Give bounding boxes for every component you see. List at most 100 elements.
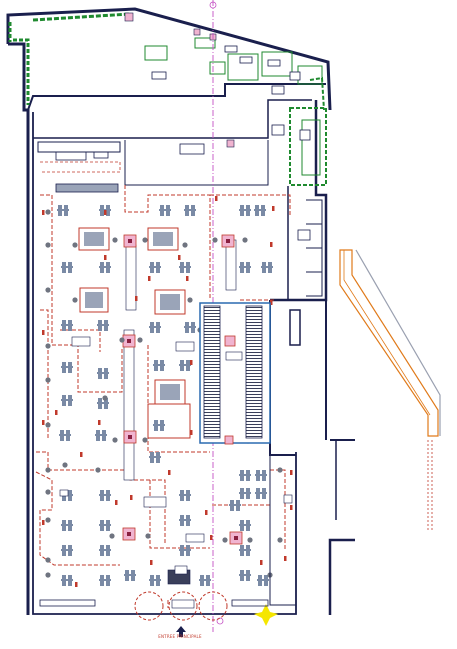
outer-wall-top <box>6 7 332 111</box>
feature-table-inner <box>84 232 180 400</box>
display-core <box>234 536 238 540</box>
round-seat <box>45 343 51 349</box>
equipment-marker <box>115 500 118 505</box>
equipment-marker <box>104 210 107 215</box>
equipment-marker <box>135 296 138 301</box>
exterior-ramp <box>339 249 441 530</box>
equipment-marker <box>55 410 58 415</box>
shelf-rail <box>261 266 273 268</box>
shelf-rail <box>61 579 73 581</box>
core-wall <box>269 300 296 456</box>
shelf-rail <box>179 549 191 551</box>
round-seat <box>277 537 283 543</box>
shelf-rail <box>184 326 196 328</box>
right-wall-bottom <box>328 538 355 615</box>
shelf-rail <box>239 209 251 211</box>
round-seat <box>137 337 143 343</box>
round-seat <box>222 537 228 543</box>
feature-tables <box>78 227 191 439</box>
equipment-marker <box>150 560 153 565</box>
shelf-rail <box>239 266 251 268</box>
round-seat <box>119 337 125 343</box>
equipment-marker <box>270 242 273 247</box>
revolving-door-right <box>198 591 228 621</box>
equipment-marker <box>205 510 208 515</box>
display-core <box>127 532 131 536</box>
equipment-marker <box>186 276 189 281</box>
shelf-rail <box>239 574 251 576</box>
round-seat <box>45 242 51 248</box>
equipment-marker <box>75 582 78 587</box>
shelf-rail <box>153 364 165 366</box>
shelf-rail <box>97 324 109 326</box>
inner-top-wall <box>27 83 326 111</box>
display-core <box>226 239 230 243</box>
shelf-rail <box>179 266 191 268</box>
shelf-rail <box>97 372 109 374</box>
shelf-rail <box>61 549 73 551</box>
equipment-markers <box>42 196 293 587</box>
round-seat <box>102 395 108 401</box>
round-seat <box>45 557 51 563</box>
equipment-marker <box>98 420 101 425</box>
equipment-marker <box>178 255 181 260</box>
entrance-label: ENTREE PRINCIPALE <box>158 634 202 639</box>
equipment-marker <box>290 470 293 475</box>
shelf-rail <box>153 424 165 426</box>
equipment-marker <box>260 560 263 565</box>
shelf-rail <box>61 324 73 326</box>
shelf-rail <box>99 494 111 496</box>
round-seat <box>112 237 118 243</box>
display-core <box>128 239 132 243</box>
room-labels <box>55 45 311 241</box>
round-seat <box>45 377 51 383</box>
round-seat <box>72 297 78 303</box>
shelf-rail <box>239 492 251 494</box>
right-service-wall <box>270 100 328 302</box>
shelf-rail <box>255 474 267 476</box>
equipment-marker <box>210 535 213 540</box>
shelf-rail <box>149 326 161 328</box>
stock-room-wall <box>33 99 312 139</box>
round-seat <box>45 209 51 215</box>
shelf-rail <box>124 574 136 576</box>
round-seat <box>62 462 68 468</box>
service-core <box>289 309 301 346</box>
round-seat <box>45 287 51 293</box>
round-seat <box>45 467 51 473</box>
round-seat <box>277 467 283 473</box>
shelf-rail <box>95 434 107 436</box>
equipment-marker <box>290 505 293 510</box>
shelf-rail <box>59 434 71 436</box>
equipment-marker <box>42 330 45 335</box>
round-seat <box>142 237 148 243</box>
revolving-door-left <box>134 591 164 621</box>
shelf-rail <box>255 492 267 494</box>
equipment-marker <box>130 495 133 500</box>
equipment-marker <box>42 520 45 525</box>
equipment-marker <box>104 255 107 260</box>
service-rooms <box>269 199 323 606</box>
round-seat <box>242 237 248 243</box>
shelf-rail <box>159 209 171 211</box>
shelf-rail <box>99 549 111 551</box>
shelf-rail <box>97 402 109 404</box>
equipment-marker <box>190 430 193 435</box>
shelf-rail <box>61 366 73 368</box>
equipment-marker <box>42 420 45 425</box>
shelf-rail <box>57 209 69 211</box>
interior-labels <box>59 336 293 543</box>
shelf-rail <box>179 364 191 366</box>
shelf-rail <box>184 209 196 211</box>
shelf-rail <box>149 266 161 268</box>
shelf-rail <box>99 524 111 526</box>
equipment-marker <box>270 300 273 305</box>
round-seats <box>45 209 283 578</box>
round-seat <box>72 242 78 248</box>
shelf-rail <box>61 524 73 526</box>
equipment-marker <box>42 210 45 215</box>
revolving-door-center <box>168 591 198 621</box>
round-seat <box>45 422 51 428</box>
entrance-arrow-icon <box>176 626 186 637</box>
